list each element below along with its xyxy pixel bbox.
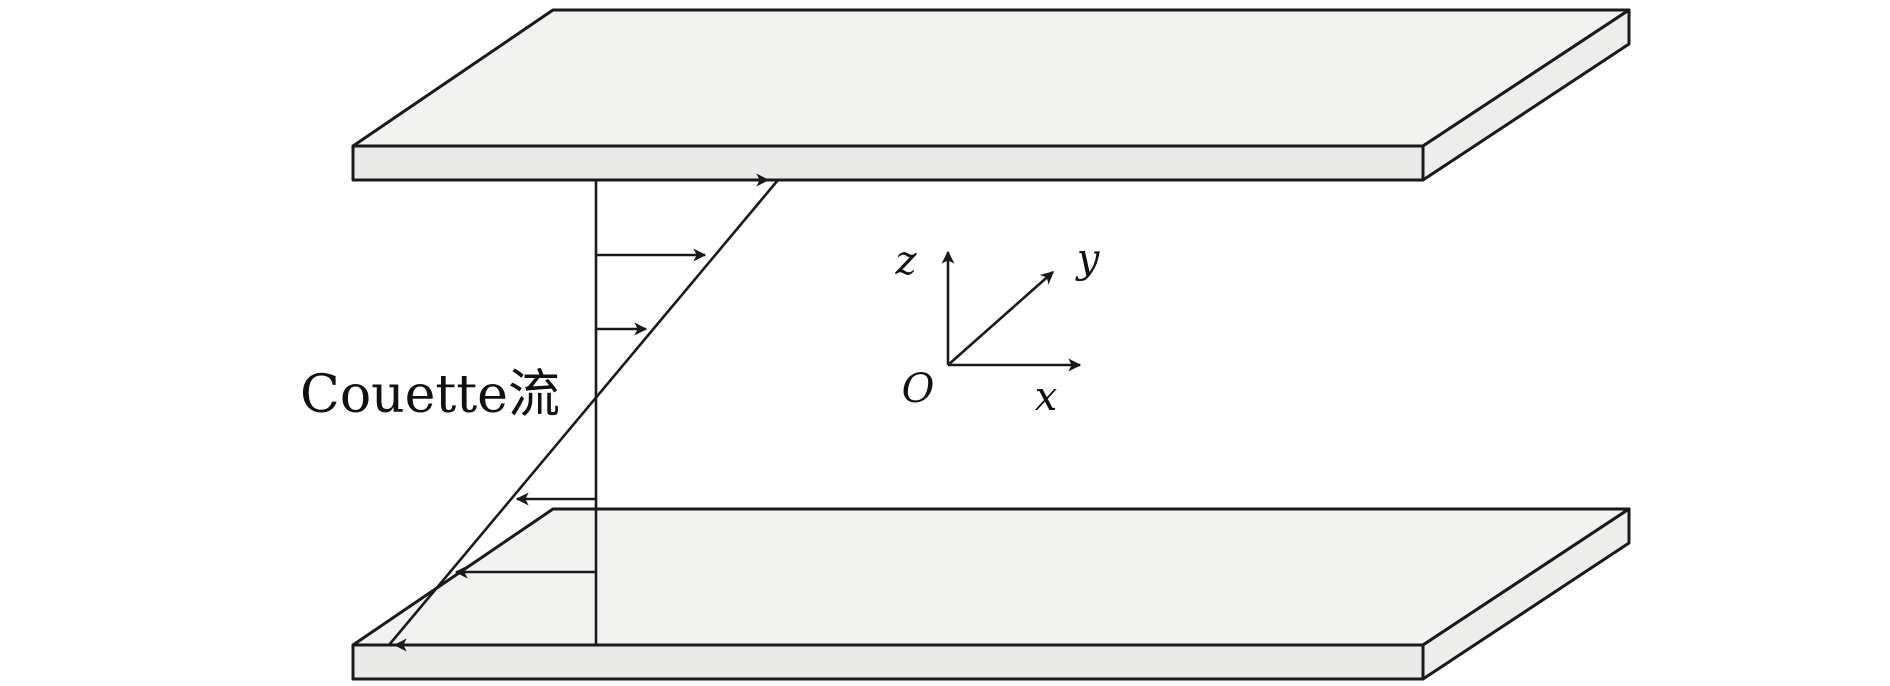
bottom-plate-top-face [351,507,1631,647]
top-plate [351,8,1631,182]
bottom-plate-front-face [351,643,1425,681]
top-plate-front-face [351,144,1425,182]
flow-name-label: Couette流 [300,365,560,425]
origin-label: O [902,366,935,412]
coordinate-axes [941,250,1082,372]
y-axis-label: y [1075,236,1101,282]
x-axis-label: x [1035,374,1058,420]
profile-gradient-line [388,179,779,646]
y-axis [947,271,1054,366]
velocity-profile [388,173,779,652]
bottom-plate [351,507,1631,681]
top-plate-top-face [351,8,1631,148]
bottom-plate-right-face [1421,507,1631,681]
z-axis-label: z [894,238,917,284]
top-plate-right-face [1421,8,1631,182]
